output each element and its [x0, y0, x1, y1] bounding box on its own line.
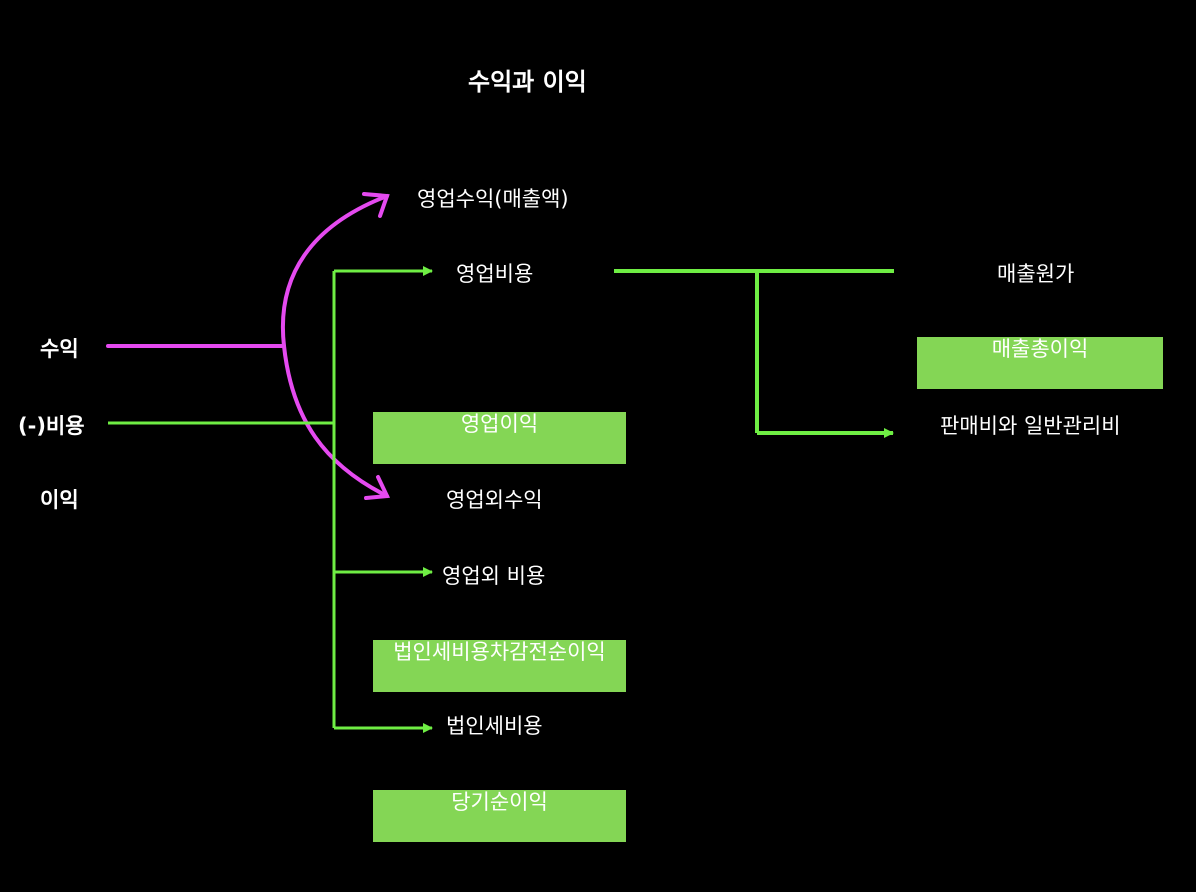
- label-net-income: 당기순이익: [451, 790, 548, 814]
- label-operating-income: 영업이익: [460, 412, 539, 436]
- label-operating-revenue: 영업수익(매출액): [417, 187, 569, 211]
- revenue-upper-curve: [280, 194, 389, 348]
- arrowhead-upper: [362, 192, 390, 218]
- revenue-connector: [106, 192, 391, 500]
- diagram-title: 수익과 이익: [468, 68, 587, 96]
- expense-connector: [108, 266, 433, 733]
- label-revenue: 수익: [40, 337, 79, 361]
- arrowhead-lower: [364, 475, 391, 500]
- box-operating-income: 영업이익: [373, 412, 626, 464]
- label-pretax-income: 법인세비용차감전순이익: [393, 640, 606, 664]
- box-pretax-income: 법인세비용차감전순이익: [373, 640, 626, 692]
- label-expense: (-)비용: [18, 414, 85, 438]
- label-non-operating-revenue: 영업외수익: [446, 488, 543, 512]
- revenue-lower-curve: [282, 344, 389, 498]
- label-profit: 이익: [40, 488, 79, 512]
- label-sga: 판매비와 일반관리비: [940, 414, 1121, 438]
- label-income-tax: 법인세비용: [446, 714, 543, 738]
- box-gross-profit: 매출총이익: [917, 337, 1163, 389]
- operating-expense-connector: [614, 269, 894, 438]
- box-net-income: 당기순이익: [373, 790, 626, 842]
- label-gross-profit: 매출총이익: [991, 337, 1089, 361]
- label-operating-expense: 영업비용: [456, 262, 534, 286]
- label-cost-of-sales: 매출원가: [997, 262, 1075, 286]
- label-non-operating-expense: 영업외 비용: [442, 564, 546, 588]
